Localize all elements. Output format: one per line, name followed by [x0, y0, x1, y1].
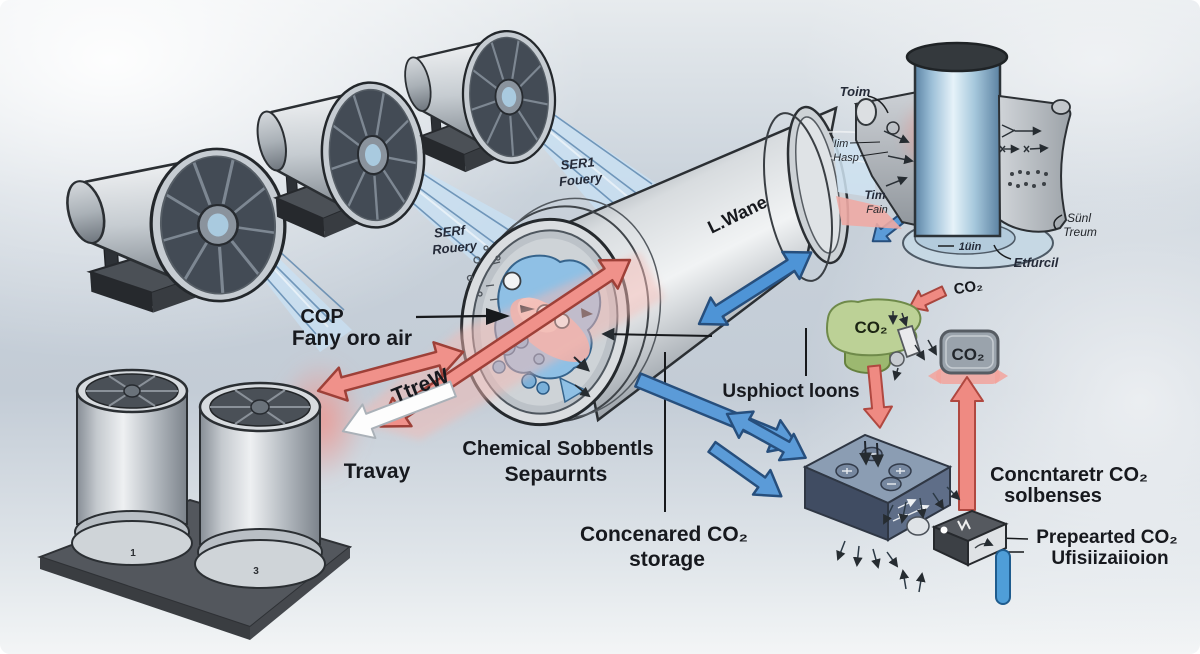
duct-inlet-tube	[855, 98, 877, 126]
fan3-tag-line2: Fouery	[558, 170, 603, 190]
concentrated-label-line2: solbenses	[1004, 485, 1102, 507]
co2-inlet-arrow	[908, 285, 948, 312]
storage-label-line1: Concenared CO₂	[580, 523, 748, 546]
co2-captured-label: CO₂	[951, 345, 984, 364]
utilization-box	[931, 509, 1011, 605]
outlet-panel	[997, 94, 1072, 233]
leader-lines	[415, 308, 1029, 553]
spray-sphere	[906, 516, 930, 536]
fan2-tag-line2: Rouery	[431, 238, 478, 258]
storage-label-line2: storage	[629, 548, 705, 571]
tower-mid-label1: Tim	[864, 188, 885, 202]
sorbent-canister-1	[71, 368, 193, 566]
intake-label-line1: COP	[300, 306, 343, 328]
sorbent-canister-2	[194, 358, 365, 589]
fan3-tag-line1: SER1	[560, 154, 595, 172]
sorbent-label-line2: Sepaurnts	[505, 463, 608, 486]
utilization-pipe	[995, 549, 1011, 605]
tower-column	[913, 56, 1002, 238]
particle-glyphs	[466, 245, 501, 301]
co2-absorbed-label: CO₂	[854, 318, 887, 337]
utilization-label-line2: Ufisiizaiioion	[1051, 548, 1168, 569]
co2-cycle	[826, 285, 1008, 511]
intake-label-line2: Fany oro air	[292, 327, 412, 350]
tower-cap	[905, 41, 1009, 73]
canister-2-number: 3	[253, 566, 259, 577]
panel-flow-marks	[999, 124, 1049, 154]
tower-effluent-label: Etfurcil	[1014, 255, 1059, 270]
utilization-label-line1: Prepearted CO₂	[1036, 527, 1178, 548]
panel-side-label1: Sünl	[1067, 211, 1091, 225]
red-return-arrow-1	[316, 341, 465, 402]
tower-in-label2: Hasp	[833, 152, 859, 164]
white-return-arrow	[341, 380, 457, 440]
panel-side-label2: Treum	[1063, 225, 1097, 239]
hot-return-flow	[316, 252, 665, 440]
canisters-label: Travay	[344, 460, 411, 483]
release-label: Usphioct loons	[722, 381, 859, 402]
blue-circulation-arrows	[634, 214, 905, 498]
sorbent-label-line1: Chemical Sobbentls	[462, 438, 653, 460]
canister-1-number: 1	[130, 548, 136, 559]
tower-base-label: 1üin	[959, 241, 982, 253]
tower-leader-lines	[849, 95, 1063, 260]
concentrated-label-line1: Concntaretr CO₂	[990, 464, 1148, 486]
scrubber-tower	[849, 41, 1072, 269]
tower-top-label: Toim	[840, 84, 871, 99]
co2-down-arrow	[863, 364, 893, 429]
panel-particles	[1008, 170, 1048, 188]
mist-arrows	[836, 486, 961, 593]
tower-mid-label2: Fain	[866, 204, 887, 216]
co2-up-arrow	[950, 376, 984, 511]
tower-in-label1: Iim	[834, 138, 849, 150]
co2-capture-box	[939, 329, 1000, 375]
fan2-tag-line1: SERf	[433, 222, 467, 240]
co2-inlet-label: CO₂	[953, 277, 984, 298]
